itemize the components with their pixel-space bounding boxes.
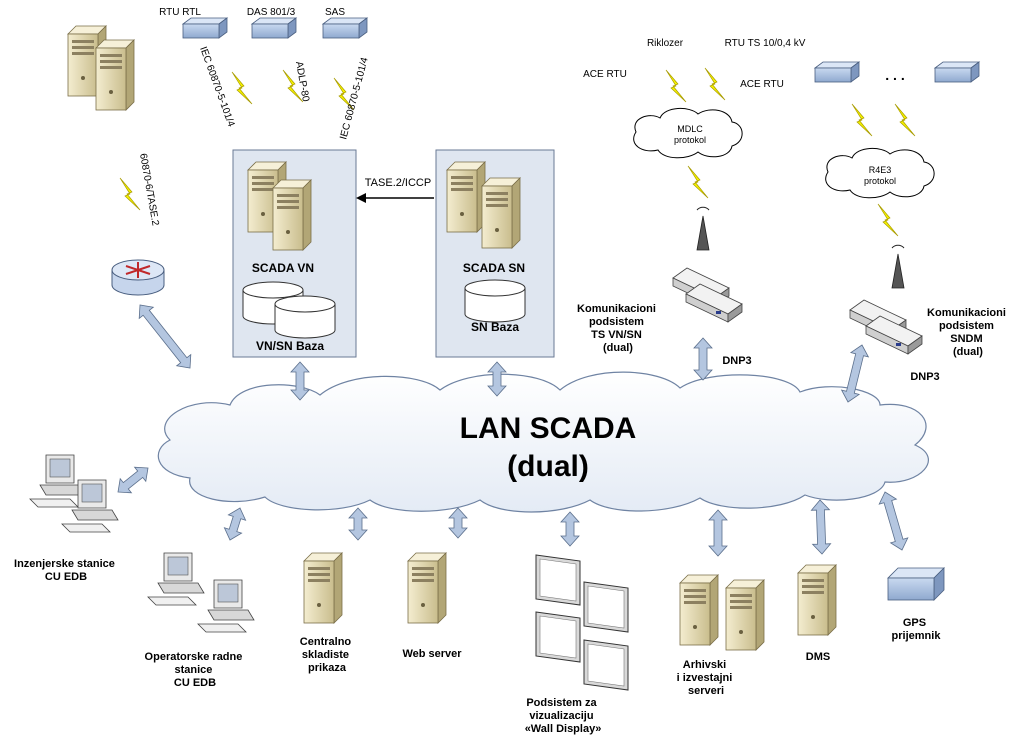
- double-arrow-icon: [693, 337, 713, 381]
- das-801-label: DAS 801/3: [247, 7, 296, 18]
- rtu-box-icon: [934, 61, 980, 83]
- wireless-bolt-icon: [119, 177, 141, 211]
- sas-icon: [322, 17, 368, 39]
- double-arrow-icon: [560, 511, 580, 547]
- double-arrow-icon: [348, 507, 368, 541]
- web-server-icon: [407, 552, 447, 624]
- wireless-bolt-icon: [687, 165, 709, 199]
- protocol-label: ADLP-80: [293, 61, 311, 103]
- r4e3-subtitle: protokol: [864, 176, 896, 186]
- scada-sn-server-icon: [481, 177, 521, 249]
- double-arrow-icon: [290, 361, 310, 401]
- double-arrow-icon: [878, 491, 909, 551]
- double-arrow-icon: [117, 466, 149, 494]
- double-arrow-icon: [840, 344, 870, 403]
- cloud-subtitle: (dual): [507, 450, 589, 483]
- r4e3-cloud: [825, 148, 935, 199]
- wireless-bolt-icon: [665, 69, 687, 103]
- rtu-ts-label: RTU TS 10/0,4 kV: [725, 38, 806, 49]
- scada-vn-db-label: VN/SN Baza: [256, 339, 324, 353]
- archive-server-icon: [725, 579, 765, 651]
- dms-label: DMS: [806, 651, 830, 663]
- oper-label: Operatorske radne stanice CU EDB: [145, 651, 246, 689]
- workstation-icon: [29, 454, 87, 508]
- antenna-icon: [696, 206, 710, 251]
- mdlc-title: MDLC: [677, 124, 703, 134]
- dnp3-label: DNP3: [722, 355, 751, 367]
- connection-arrows: [117, 304, 909, 557]
- double-arrow-icon: [448, 507, 468, 539]
- ace-rtu-label: ACE RTU: [583, 69, 627, 80]
- scada-sn-server-icon: [446, 161, 486, 233]
- wireless-bolt-icon: [231, 71, 253, 105]
- double-arrow-icon: [708, 509, 728, 557]
- remote-server-icon: [95, 39, 135, 111]
- double-arrow-icon: [487, 361, 507, 397]
- wall-label: Podsistem za vizualizaciju «Wall Display…: [525, 697, 602, 735]
- inz-label: Inzenjerske stanice CU EDB: [14, 558, 118, 583]
- gps-receiver-icon: [887, 567, 945, 601]
- dnp3-label: DNP3: [910, 371, 939, 383]
- database-icon: [274, 295, 336, 339]
- arh-label: Arhivski i izvestajni serveri: [677, 659, 736, 697]
- ace-rtu-label: ACE RTU: [740, 79, 784, 90]
- mdlc-subtitle: protokol: [674, 135, 706, 145]
- wall-display-icon: [535, 554, 629, 691]
- double-arrow-icon: [223, 507, 247, 541]
- database-icon: [464, 279, 526, 323]
- wireless-bolt-icon: [851, 103, 873, 137]
- wireless-bolt-icon: [877, 203, 899, 237]
- cent-label: Centralno skladiste prikaza: [300, 636, 354, 674]
- tase-link-label: TASE.2/ICCP: [365, 177, 431, 189]
- rtu-rtl-icon: [182, 17, 228, 39]
- remote-link-label: 60870-6/TASE.2: [137, 153, 161, 227]
- mdlc-cloud: [633, 108, 743, 159]
- sas-label: SAS: [325, 7, 345, 18]
- double-arrow-icon: [810, 499, 832, 555]
- lan-cloud: [157, 371, 929, 513]
- workstation-icon: [197, 579, 255, 633]
- web-label: Web server: [402, 648, 462, 660]
- router-icon: [111, 259, 165, 296]
- scada-vn-title: SCADA VN: [252, 261, 314, 275]
- archive-server-icon: [679, 574, 719, 646]
- rtu-rtl-label: RTU RTL: [159, 7, 201, 18]
- wireless-bolt-icon: [704, 67, 726, 101]
- kom-sndm-label: Komunikacioni podsistem SNDM (dual): [927, 307, 1009, 358]
- antenna-icon: [891, 244, 905, 289]
- ellipsis-label: . . .: [885, 67, 904, 83]
- gps-label: GPS prijemnik: [892, 617, 942, 642]
- riklozer-label: Riklozer: [647, 38, 684, 49]
- protocol-label: IEC 60870-5-101/4: [197, 45, 236, 129]
- workstation-icon: [147, 552, 205, 606]
- das-801-icon: [251, 17, 297, 39]
- scada-sn-db-label: SN Baza: [471, 320, 519, 334]
- double-arrow-icon: [138, 304, 192, 369]
- scada-sn-title: SCADA SN: [463, 261, 525, 275]
- rtu-box-icon: [814, 61, 860, 83]
- kom-ts-label: Komunikacioni podsistem TS VN/SN (dual): [577, 303, 659, 354]
- dms-server-icon: [797, 564, 837, 636]
- r4e3-title: R4E3: [869, 165, 892, 175]
- wireless-bolt-icon: [894, 103, 916, 137]
- central-storage-server-icon: [303, 552, 343, 624]
- scada-vn-server-icon: [272, 179, 312, 251]
- cloud-title: LAN SCADA: [460, 412, 637, 445]
